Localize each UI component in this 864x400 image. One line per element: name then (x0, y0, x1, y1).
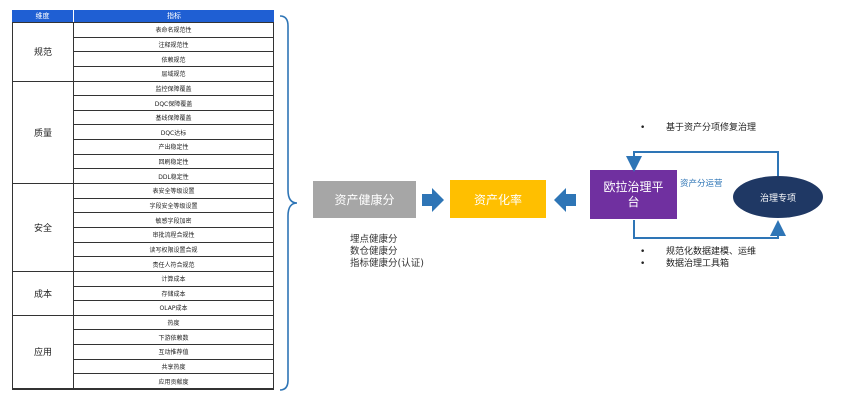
dimension-cell: 应用 (13, 315, 74, 389)
bullet-dot-icon: • (640, 259, 646, 269)
dimension-cell: 质量 (13, 81, 74, 185)
metric-cell: DDL稳定性 (74, 169, 273, 185)
metric-cell: 共享热度 (74, 360, 273, 375)
metric-cell: 应用贡献度 (74, 374, 273, 389)
metric-cell: 字段安全等级设置 (74, 199, 273, 214)
asset-health-score-box: 资产健康分 (313, 181, 416, 218)
metric-cell: 产出稳定性 (74, 140, 273, 155)
metric-cell: 敏感字段加密 (74, 213, 273, 228)
metric-cell: 表命名规范性 (74, 23, 273, 38)
bullet-text: 规范化数据建模、运维 (666, 247, 757, 257)
governance-topic-ellipse: 治理专项 (733, 176, 823, 218)
metric-cell: 依赖规范 (74, 52, 273, 67)
metric-cell: 计算成本 (74, 272, 273, 287)
metric-cell: OLAP成本 (74, 301, 273, 316)
bullet-dot-icon: • (640, 247, 646, 257)
health-score-item: 埋点健康分 (350, 234, 398, 245)
metric-cell: 表安全等级设置 (74, 184, 273, 199)
header-metric: 指标 (167, 12, 181, 20)
health-score-item: 数仓健康分 (350, 246, 398, 257)
euler-governance-platform-box: 欧拉治理平台 (590, 170, 677, 219)
asset-score-operation-label: 资产分运营 (680, 179, 723, 189)
bullet-text: 基于资产分项修复治理 (666, 123, 757, 133)
dimension-cell: 成本 (13, 271, 74, 316)
curly-brace (279, 15, 298, 391)
metric-cell: 存储成本 (74, 287, 273, 302)
arrow-left-icon (554, 188, 576, 212)
metric-cell: 基线保障覆盖 (74, 111, 273, 126)
bottom-bullet-list: • 规范化数据建模、运维 • 数据治理工具箱 (640, 246, 770, 270)
bullet-item: • 数据治理工具箱 (640, 258, 770, 270)
metric-cell: 热度 (74, 316, 273, 331)
table-header: 维度 指标 (12, 10, 274, 22)
metric-cell: 回刷稳定性 (74, 155, 273, 170)
top-bullet-list: • 基于资产分项修复治理 (640, 122, 760, 134)
metric-cell: 责任人符合规范 (74, 257, 273, 272)
arrow-right-icon (422, 188, 444, 212)
metric-cell: DQC达标 (74, 125, 273, 141)
metric-cell: 互动推荐值 (74, 345, 273, 360)
operation-loop-connectors (626, 151, 786, 239)
metric-cell: DQC保障覆盖 (74, 96, 273, 111)
header-dimension: 维度 (12, 10, 74, 22)
health-score-list: 埋点健康分数仓健康分指标健康分(认证) (350, 234, 424, 270)
bullet-item: • 基于资产分项修复治理 (640, 122, 760, 134)
metric-cell: 读写权限设置合规 (74, 243, 273, 258)
asset-rate-box: 资产化率 (450, 180, 546, 218)
metric-cell: 注释规范性 (74, 38, 273, 53)
dimension-cell: 规范 (13, 23, 74, 82)
metric-cell: 层域规范 (74, 67, 273, 82)
metric-cell: 下游依赖数 (74, 330, 273, 346)
dimension-cell: 安全 (13, 184, 74, 272)
bullet-item: • 规范化数据建模、运维 (640, 246, 770, 258)
bullet-text: 数据治理工具箱 (666, 259, 730, 269)
health-score-item: 指标健康分(认证) (350, 258, 424, 269)
metric-cell: 审批流程合规性 (74, 228, 273, 243)
bullet-dot-icon: • (640, 123, 646, 133)
metric-cell: 监控保障覆盖 (74, 82, 273, 97)
platform-label: 欧拉治理平台 (603, 179, 664, 209)
